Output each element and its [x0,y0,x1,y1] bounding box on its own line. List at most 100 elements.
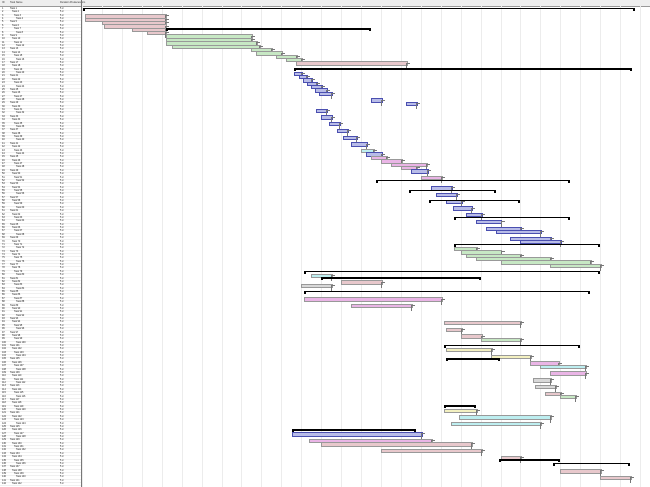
task-bar[interactable] [321,442,473,447]
task-bar[interactable] [460,334,483,339]
task-bar[interactable] [458,415,553,420]
predecessors-column-header[interactable]: Predecessors [70,1,86,4]
task-bar[interactable] [329,122,342,127]
task-bar[interactable] [380,448,483,454]
task-bar[interactable] [452,206,473,211]
summary-bar[interactable] [375,179,571,183]
task-bar[interactable] [443,320,523,326]
summary-bar[interactable] [453,243,601,247]
task-bar[interactable] [296,61,408,66]
task-bar[interactable] [301,283,334,289]
summary-bar[interactable] [165,28,372,31]
summary-bar[interactable] [408,189,496,193]
summary-bar[interactable] [453,216,571,220]
task-bar[interactable] [443,408,478,413]
task-bar[interactable] [445,347,493,353]
task-bar[interactable] [480,337,523,343]
task-bar[interactable] [600,475,633,481]
task-bar[interactable] [490,354,533,359]
summary-bar[interactable] [304,270,601,274]
summary-bar[interactable] [82,7,636,11]
id-column-header[interactable]: ID [2,1,5,4]
summary-bar[interactable] [443,344,581,348]
task-bar[interactable] [550,371,588,376]
summary-bar[interactable] [304,290,591,294]
summary-bar[interactable] [428,199,521,203]
summary-bar[interactable] [498,459,561,462]
task-bar[interactable] [535,384,558,390]
task-bar[interactable] [450,422,543,427]
summary-bar[interactable] [321,277,481,280]
summary-bar[interactable] [445,358,501,361]
